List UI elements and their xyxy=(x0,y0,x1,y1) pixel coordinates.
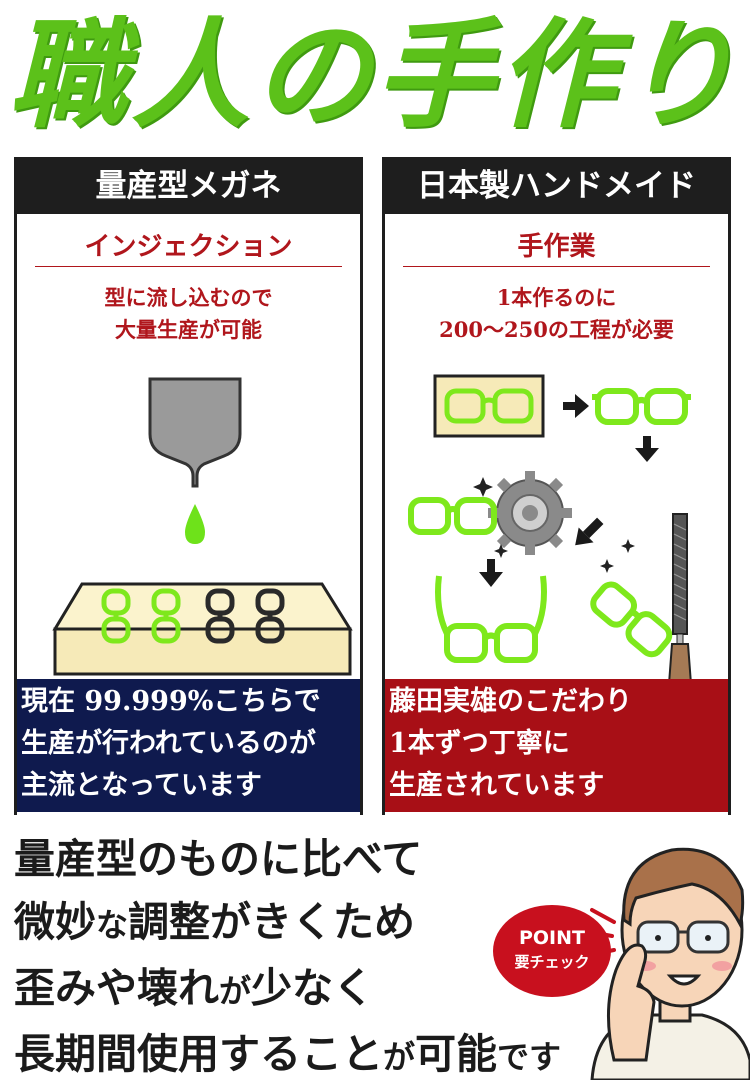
man-with-glasses-illustration xyxy=(588,847,750,1080)
arrow-down-icon xyxy=(635,436,659,462)
arrow-down-icon xyxy=(479,559,503,587)
mold-tray-top xyxy=(52,582,353,631)
eye xyxy=(655,935,661,941)
summary-line-4: 長期間使用することが可能です xyxy=(14,1023,574,1089)
summary-line-1-text: 量産型のものに比べて xyxy=(14,835,423,883)
divider xyxy=(35,266,342,267)
mass-production-footer: 現在 99.999%こちらで 生産が行われているのが 主流となっています xyxy=(17,679,360,812)
point-badge-subtitle: 要チェック xyxy=(514,953,590,971)
molded-glasses-icon xyxy=(101,588,131,644)
file-tool-icon xyxy=(667,513,693,684)
mass-production-header: 量産型メガネ xyxy=(95,168,282,204)
drop-icon xyxy=(185,504,205,544)
summary-text-part: が xyxy=(219,972,252,1010)
summary-line-1: 量産型のものに比べて xyxy=(14,828,574,891)
summary-text-part: 長期間使用すること xyxy=(14,1030,383,1078)
empty-mold-icon xyxy=(205,588,235,644)
hair xyxy=(622,847,745,928)
summary-text-part: 歪みや壊れ xyxy=(14,964,219,1012)
summary-text-part: 少なく xyxy=(251,964,375,1012)
glasses-assembly-icon xyxy=(408,497,497,535)
mass-production-panel: 量産型メガネ インジェクション 型に流し込むので 大量生産が可能 xyxy=(14,157,363,834)
handmade-panel: 日本製ハンドメイド 手作業 1本作るのに 200～250の工程が必要 xyxy=(382,157,731,834)
finished-glasses-icon xyxy=(435,575,547,663)
summary-text-part: が xyxy=(383,1038,416,1076)
handwork-subtitle: 手作業 xyxy=(517,232,596,262)
page-title: 職人の手作り xyxy=(8,6,741,144)
summary-line-2: 微妙な調整がきくため xyxy=(14,891,574,957)
glasses-outline-icon xyxy=(444,388,534,424)
hand xyxy=(607,943,656,1062)
mouth xyxy=(666,974,702,986)
mold-tray-front xyxy=(53,627,352,676)
summary-text-part: 調整 xyxy=(128,898,211,946)
point-badge-title: POINT xyxy=(518,927,585,949)
summary-text: 量産型のものに比べて 微妙な調整がきくため 歪みや壊れが少なく 長期間使用するこ… xyxy=(14,828,574,1089)
acetate-sheet-icon xyxy=(433,374,545,438)
empty-mold-icon xyxy=(255,588,285,644)
divider xyxy=(403,266,710,267)
glasses-tilted-icon xyxy=(590,581,673,658)
eye xyxy=(705,935,711,941)
sparkle-icon xyxy=(494,544,508,558)
handmade-process-illustration xyxy=(408,374,693,684)
point-badge: POINT 要チェック xyxy=(493,905,611,997)
injection-mold-illustration xyxy=(52,377,353,676)
arrow-right-icon xyxy=(563,394,589,418)
sparkle-icon xyxy=(621,539,635,553)
summary-text-part: がきくため xyxy=(210,898,416,946)
summary-text-part: です xyxy=(497,1038,562,1076)
glasses-front-icon xyxy=(592,388,691,425)
gear-icon xyxy=(488,471,572,555)
arrow-diagonal-icon xyxy=(575,517,604,546)
molded-glasses-icon xyxy=(151,588,181,644)
handmade-footer: 藤田実雄のこだわり 1本ずつ丁寧に 生産されています xyxy=(385,679,728,812)
summary-text-part: 微妙 xyxy=(14,898,96,946)
handmade-header: 日本製ハンドメイド xyxy=(417,168,696,204)
exclamation-marks-icon xyxy=(588,908,616,956)
summary-text-part: な xyxy=(96,906,129,944)
sparkle-icon xyxy=(600,559,614,573)
nozzle-icon xyxy=(148,377,242,488)
handmade-description: 1本作るのに 200～250の工程が必要 xyxy=(439,285,674,342)
cheek xyxy=(712,961,732,971)
summary-line-3: 歪みや壊れが少なく xyxy=(14,957,574,1023)
injection-subtitle: インジェクション xyxy=(84,232,293,262)
summary-text-part: 可能 xyxy=(415,1030,498,1078)
sparkle-icon xyxy=(473,477,493,497)
mass-production-description: 型に流し込むので 大量生産が可能 xyxy=(104,285,273,342)
